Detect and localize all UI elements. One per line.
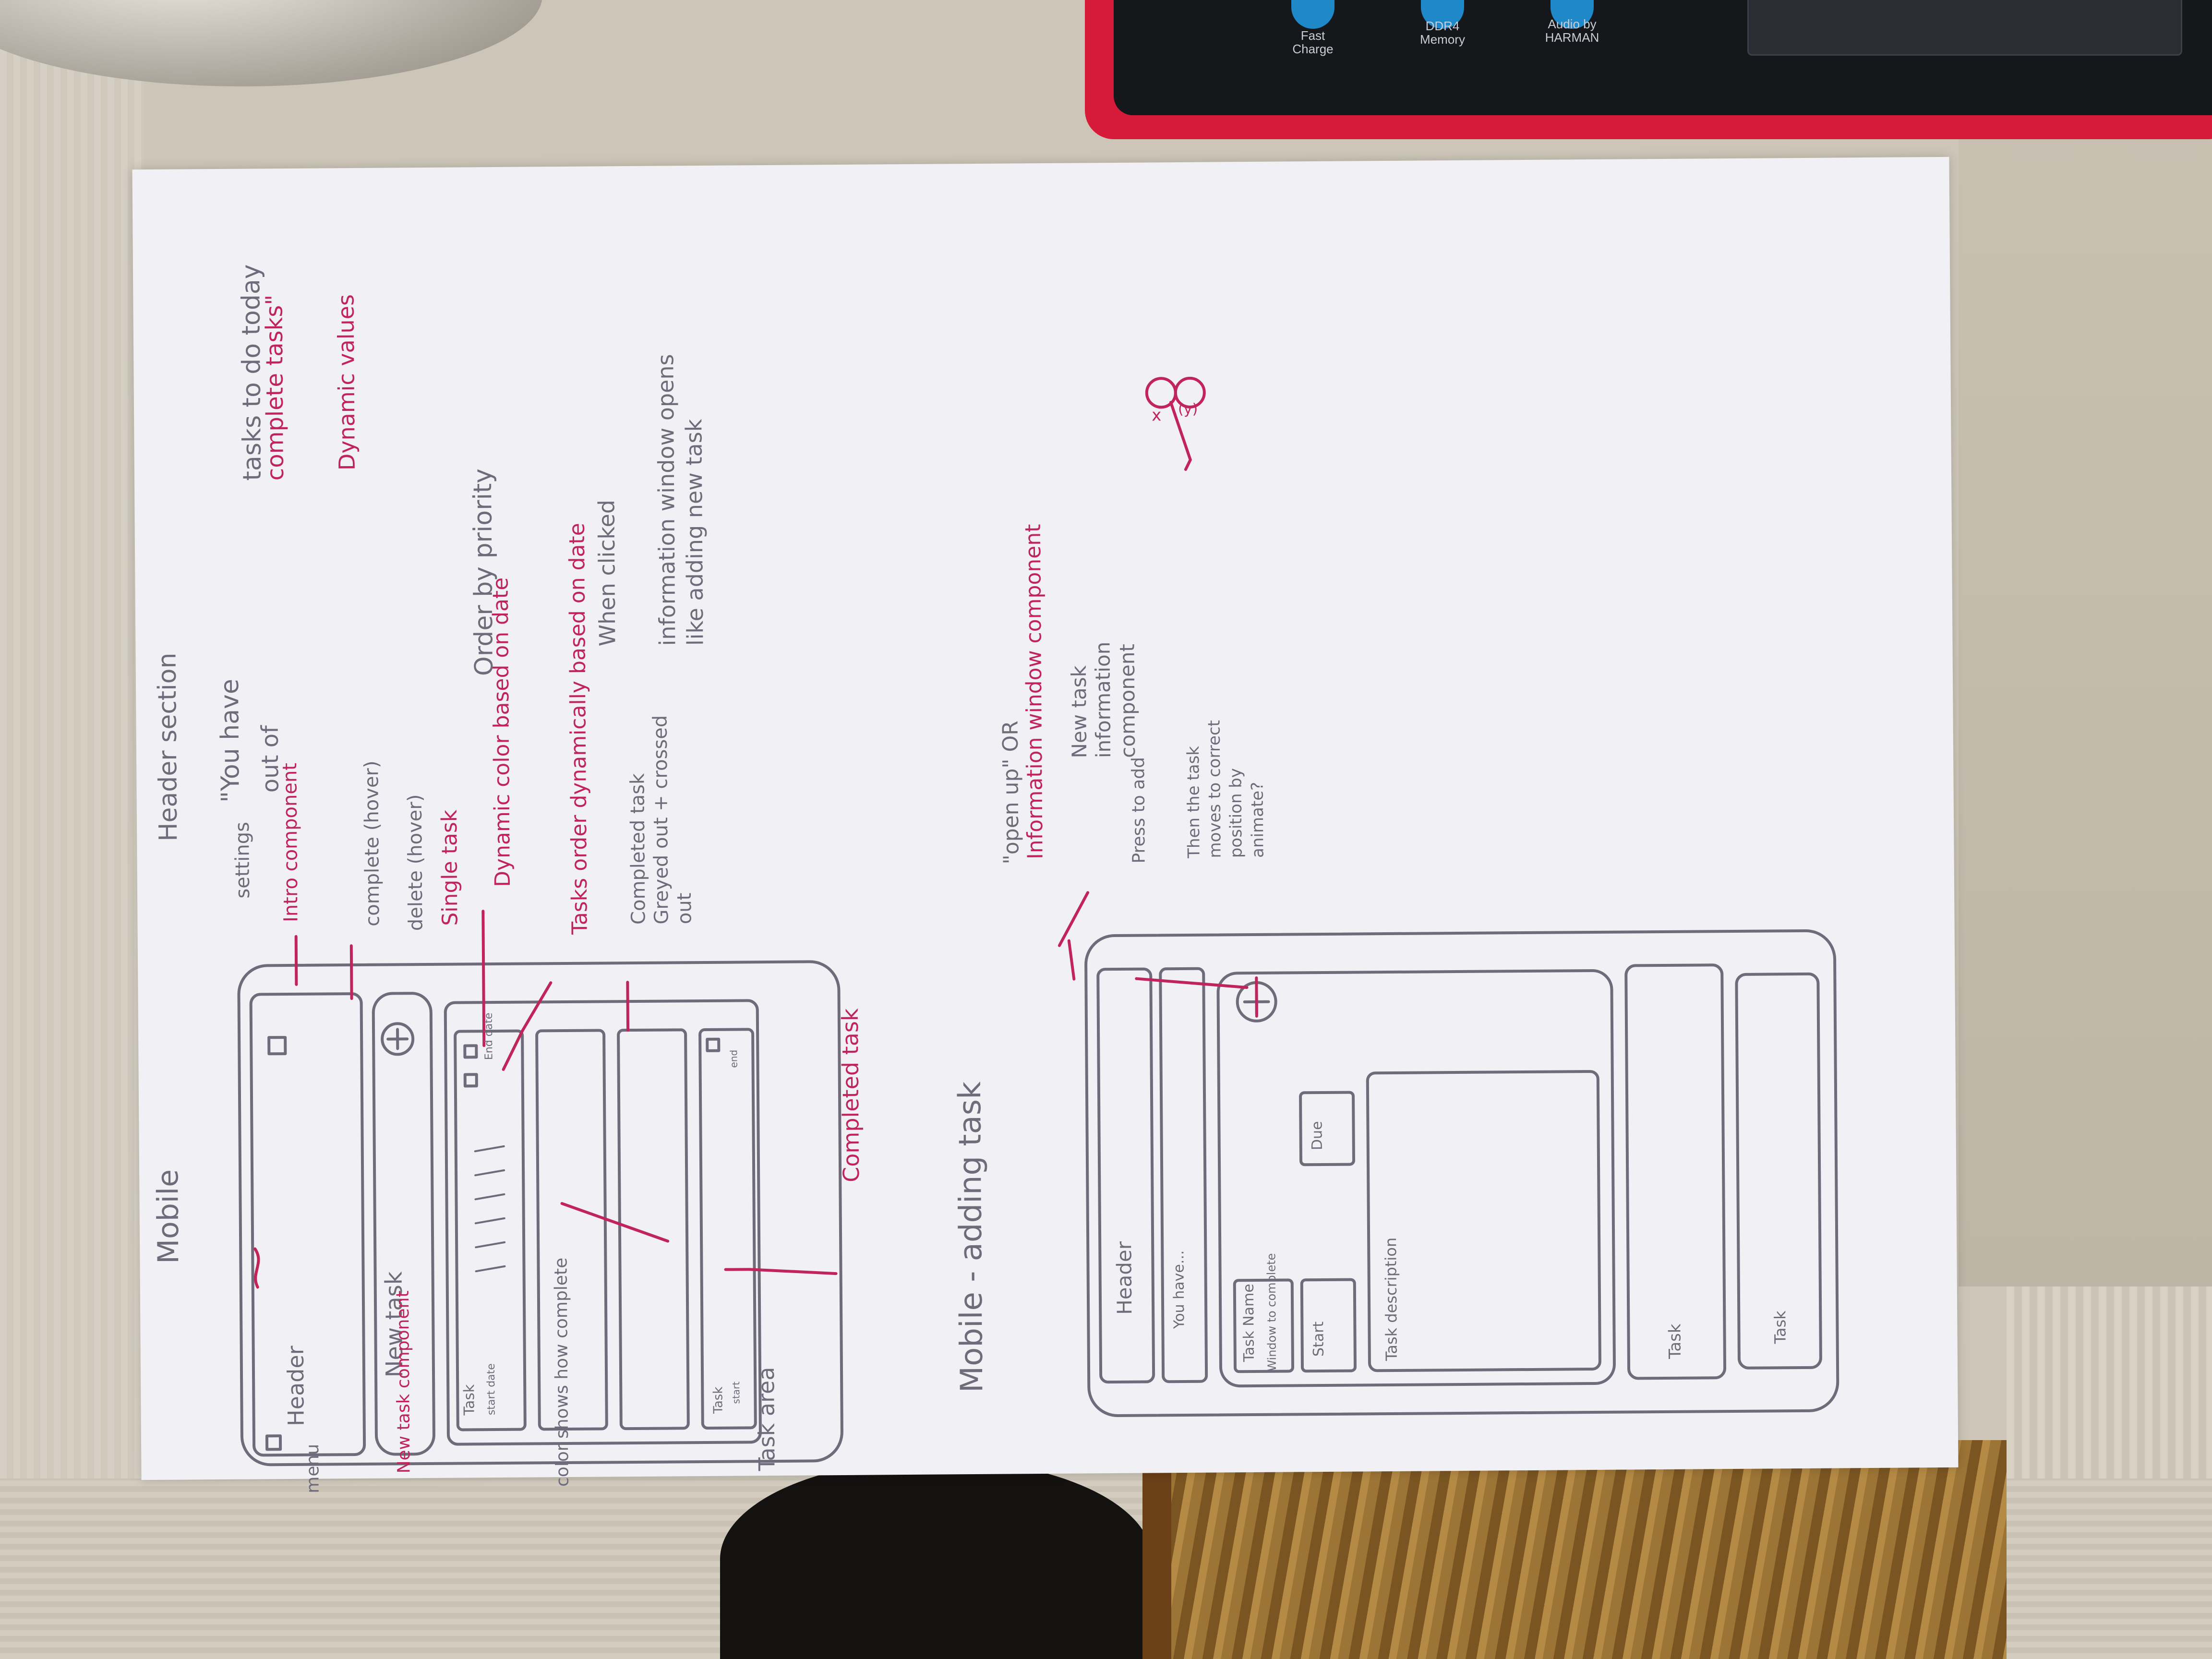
due-label: Due xyxy=(1309,1121,1326,1151)
new-task-box-1 xyxy=(372,992,435,1456)
task-small-label: Task xyxy=(711,1386,726,1414)
completed-task-label: Completed task xyxy=(837,1008,865,1183)
sketch1-title: Mobile xyxy=(151,1169,186,1264)
task-box-2 xyxy=(535,1029,608,1431)
you-have-box xyxy=(1159,967,1208,1383)
sticker-label-fast-charge: Fast Charge xyxy=(1292,28,1334,56)
task-box-b xyxy=(1735,972,1822,1370)
completed-task-box xyxy=(698,1028,757,1430)
when-clicked-label: When clicked xyxy=(593,499,621,647)
task-name-box xyxy=(1233,1278,1294,1373)
completed-task-note: Completed task Greyed out + crossed out xyxy=(626,715,696,925)
single-task-label: Single task xyxy=(437,809,463,926)
header-box-2-label: Header xyxy=(1112,1241,1137,1315)
then-task-moves-label: Then the task moves to correct position … xyxy=(1183,720,1268,858)
open-up-label: "open up" OR xyxy=(998,721,1024,865)
tasks-order-label: Tasks order dynamically based on date xyxy=(565,523,592,935)
start-box xyxy=(1300,1278,1357,1373)
window-to-complete-label: Window to complete xyxy=(1264,1253,1279,1371)
menu-label: menu xyxy=(303,1443,323,1493)
single-task-box xyxy=(454,1029,527,1431)
new-task-info-label: New task information component xyxy=(1067,641,1140,758)
settings-icon-box xyxy=(267,1036,287,1056)
info-window-label: information window opens like adding new… xyxy=(652,354,708,646)
task-area-box xyxy=(444,999,762,1446)
dynamic-values-label: Dynamic values xyxy=(333,294,360,471)
desk-surface xyxy=(1959,0,2212,1286)
info-window-component-label: Information window component xyxy=(1021,524,1048,860)
quote-line1: "You have xyxy=(215,678,245,803)
quote-x: x xyxy=(1152,406,1162,425)
header-box-2 xyxy=(1096,967,1155,1384)
quote-line2: out of xyxy=(256,725,284,793)
quote-line2b: complete tasks" xyxy=(261,294,289,481)
start-label-2: Start xyxy=(1310,1321,1327,1357)
info-window-box xyxy=(1216,969,1616,1388)
carpet-left xyxy=(0,0,144,1659)
start-small-label: start xyxy=(730,1381,742,1404)
task-area-label: Task area xyxy=(753,1367,780,1471)
sketch-lines xyxy=(237,376,1839,1467)
sticker-label-audio: Audio by HARMAN xyxy=(1545,17,1599,45)
menu-icon-box xyxy=(265,1434,282,1451)
delete-hover-label: delete (hover) xyxy=(404,794,427,931)
settings-label: settings xyxy=(231,822,254,899)
you-have-label: You have... xyxy=(1170,1250,1188,1329)
task-label-1: Task xyxy=(461,1384,478,1416)
phone-frame-1 xyxy=(237,960,843,1467)
task-label-2b: Task xyxy=(1771,1310,1790,1344)
task-label-2a: Task xyxy=(1665,1323,1685,1359)
chair-leg xyxy=(1142,1440,1171,1659)
task-box-3 xyxy=(617,1028,690,1431)
order-by-label: Order by priority xyxy=(468,468,499,676)
complete-hover-label: complete (hover) xyxy=(361,760,384,926)
plus-circle-1 xyxy=(381,1022,415,1056)
task-description-label: Task description xyxy=(1382,1237,1401,1361)
task-description-box xyxy=(1366,1070,1601,1372)
quote-y: (y) xyxy=(1178,400,1198,418)
sticker-label-ddr4: DDR4 Memory xyxy=(1420,19,1465,47)
due-box xyxy=(1299,1091,1355,1166)
color-shows-label: color shows how complete xyxy=(551,1257,573,1487)
dark-shadow xyxy=(720,1459,1152,1659)
wicker-chair xyxy=(1142,1440,2007,1659)
sketch-paper: Mobile Header section Header menu settin… xyxy=(132,156,1959,1493)
task-name-label: Task Name xyxy=(1240,1284,1258,1362)
new-task-component-label: New task component xyxy=(393,1290,414,1474)
end-small-label: end xyxy=(728,1049,740,1068)
header-box-1 xyxy=(249,992,366,1457)
start-date-label: start date xyxy=(485,1363,498,1416)
phone-frame-2 xyxy=(1084,929,1839,1417)
press-to-add-label: Press to add xyxy=(1129,757,1149,864)
end-date-label: End date xyxy=(482,1012,495,1060)
sketch2-title: Mobile - adding task xyxy=(952,1081,990,1393)
header-box-label: Header xyxy=(282,1346,309,1427)
task-box-a xyxy=(1624,963,1727,1380)
laptop-panel xyxy=(1747,0,2182,56)
header-section-label: Header section xyxy=(153,652,183,842)
